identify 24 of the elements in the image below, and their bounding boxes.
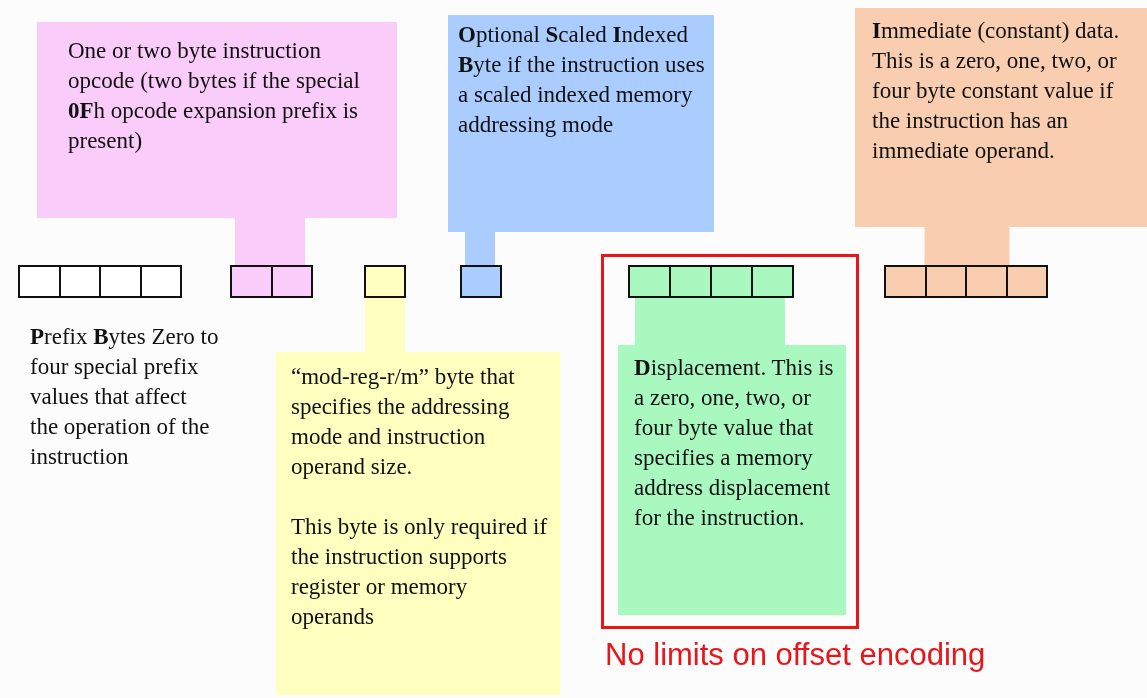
field-description: Prefix Bytes Zero to four special prefix values that affect the operation of the instruction <box>30 323 220 471</box>
connector-stem <box>465 232 495 265</box>
callout-text: Optional Scaled Indexed Byte if the instruction uses a scaled indexed memory addressing mode <box>458 21 706 139</box>
callout-box <box>448 15 714 232</box>
byte-cells <box>884 265 1048 298</box>
callout-box <box>37 22 397 218</box>
callout-text: This byte is only required if the instruction supports register or memory operands <box>291 513 549 631</box>
callout-box <box>855 8 1147 227</box>
callout-box <box>276 352 560 695</box>
byte-cells <box>230 265 313 298</box>
callout-text: Immediate (constant) data. This is a zero, one, two, or four byte constant value if the instruction has an immediate operand. <box>872 17 1121 165</box>
connector-stem <box>365 298 405 352</box>
connector-stem <box>635 298 785 345</box>
callout-text: Displacement. This is a zero, one, two, or four byte value that specifies a memory address displacement for the instruction. <box>634 354 835 532</box>
connector-stem <box>924 227 1010 265</box>
callout-text: “mod-reg-r/m” byte that specifies the addressing mode and instruction operand size. <box>291 363 516 481</box>
byte-cell <box>460 265 502 298</box>
connector-stem <box>235 218 305 265</box>
byte-cells <box>18 265 182 298</box>
callout-box <box>618 345 846 615</box>
callout-text: One or two byte instruction opcode (two bytes if the special 0Fh opcode expansion prefix is present) <box>68 37 361 155</box>
byte-cell <box>364 265 406 298</box>
byte-cells <box>628 265 794 298</box>
frame-caption: No limits on offset encoding <box>605 637 986 673</box>
